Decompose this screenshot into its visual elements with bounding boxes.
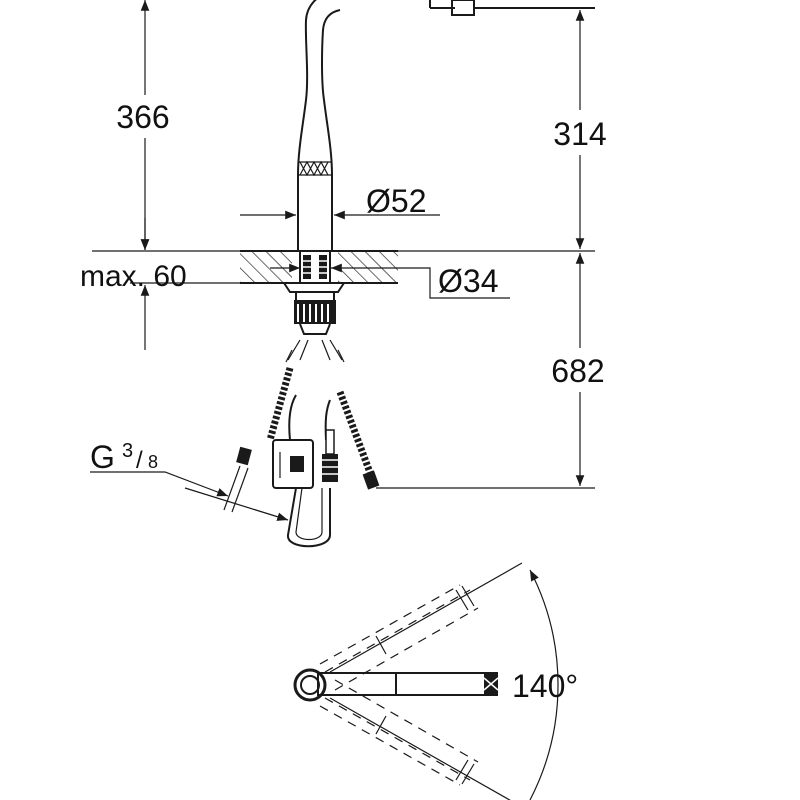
spout bbox=[297, 0, 595, 250]
side-view: 366 314 Ø52 max. 60 Ø34 682 G 3 / 8 bbox=[80, 0, 607, 548]
label-body-diameter: Ø52 bbox=[366, 183, 426, 219]
label-thread-denominator: 8 bbox=[148, 452, 158, 472]
label-spout-height: 366 bbox=[116, 99, 169, 135]
swivel-positions bbox=[319, 562, 523, 800]
label-counter-thickness: max. 60 bbox=[80, 260, 187, 293]
label-hole-diameter: Ø34 bbox=[438, 263, 498, 299]
label-thread-numerator: 3 bbox=[122, 440, 133, 462]
label-thread-separator: / bbox=[136, 447, 143, 474]
label-thread: G bbox=[90, 439, 115, 475]
dimension-below-counter bbox=[376, 253, 595, 489]
dimension-hole-diameter bbox=[270, 263, 510, 299]
label-below-counter-length: 682 bbox=[551, 353, 604, 389]
label-swivel-angle: 140° bbox=[512, 668, 578, 704]
angle-arc bbox=[529, 569, 559, 800]
mounting-shank bbox=[283, 250, 345, 335]
top-view: 140° bbox=[293, 562, 578, 800]
label-outlet-height: 314 bbox=[553, 116, 606, 152]
supply-hoses bbox=[223, 339, 380, 548]
thread-leader bbox=[90, 471, 289, 521]
